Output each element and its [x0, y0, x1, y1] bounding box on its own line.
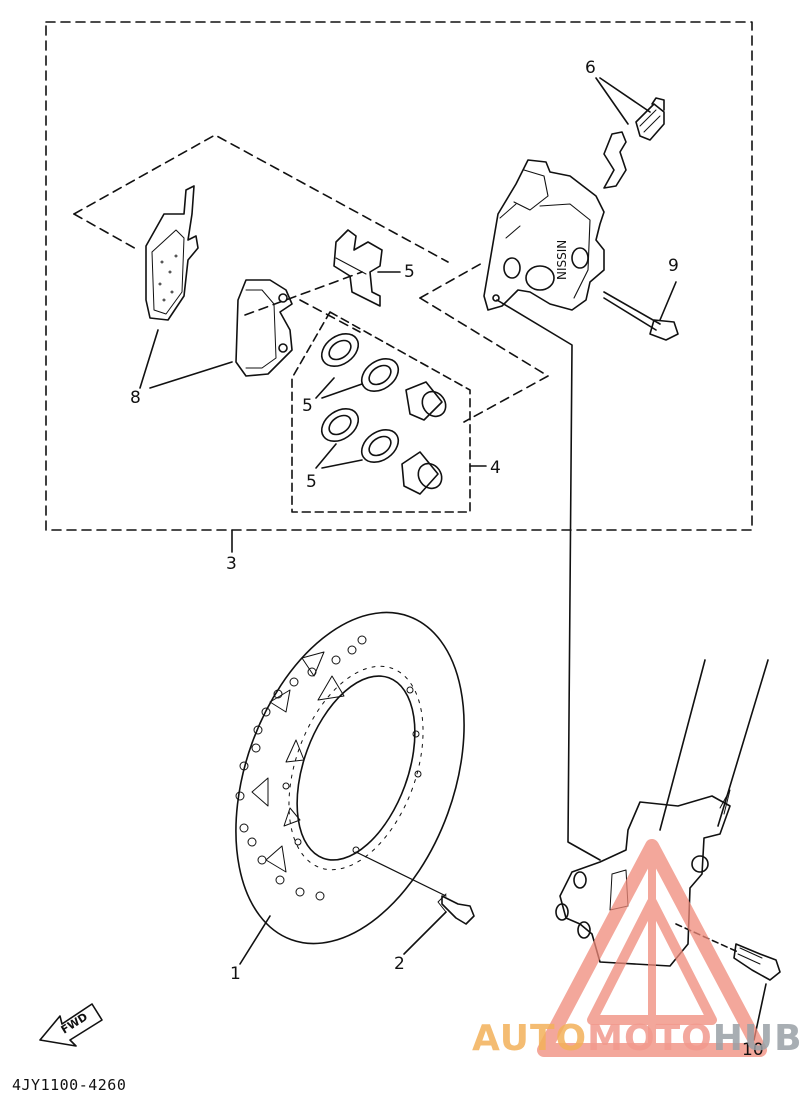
caliper-bolt — [603, 291, 679, 341]
callout-10: 10 — [742, 1040, 764, 1060]
piston-lower — [401, 451, 443, 495]
callout-1: 1 — [230, 964, 241, 984]
piston-upper — [405, 381, 447, 421]
piston-seal-lower — [320, 407, 360, 443]
brake-disc — [235, 611, 465, 945]
brake-pad-rear — [235, 279, 293, 377]
watermark-part-2: MOTO — [587, 1018, 713, 1059]
callout-4: 4 — [490, 458, 501, 478]
brake-caliper-body: NISSIN — [483, 159, 605, 311]
bleed-screw — [635, 97, 665, 141]
watermark-part-1: AUTO — [472, 1018, 588, 1059]
leader-5b — [315, 443, 363, 469]
dust-seal-lower — [360, 428, 400, 464]
callout-8: 8 — [130, 388, 141, 408]
watermark-logo-icon — [537, 839, 767, 1057]
callout-9: 9 — [668, 256, 679, 276]
leader-2 — [403, 911, 447, 955]
leader-7 — [595, 77, 651, 125]
piston-seal-upper — [320, 332, 360, 368]
callout-3: 3 — [226, 554, 237, 574]
leader-5a — [315, 377, 363, 399]
watermark-text: AUTOMOTOHUB — [472, 1018, 800, 1059]
disc-bolt — [437, 893, 475, 925]
diagram-part-code: 4JY1100-4260 — [12, 1076, 127, 1094]
caliper-to-fork-leader — [496, 299, 601, 861]
brake-pad-front — [145, 185, 199, 321]
callout-5-lower: 5 — [306, 472, 317, 492]
pad-leader-dashed — [73, 134, 449, 263]
callout-6: 5 — [404, 262, 415, 282]
dust-seal-upper — [360, 357, 400, 393]
bleed-screw-cap — [603, 131, 627, 189]
fwd-label: FWD — [59, 1010, 90, 1036]
leader-9 — [659, 281, 677, 321]
caliper-marking: NISSIN — [555, 240, 569, 280]
pad-spring — [333, 229, 383, 307]
leader-8 — [139, 329, 233, 389]
leader-1 — [239, 915, 271, 965]
callout-5-upper: 5 — [302, 396, 313, 416]
callout-2: 2 — [394, 954, 405, 974]
forward-arrow-icon — [39, 1003, 103, 1047]
caliper-assembly-boundary — [45, 21, 753, 531]
callout-7: 6 — [585, 58, 596, 78]
watermark-part-3: HUB — [712, 1018, 800, 1059]
seal-kit-boundary — [291, 311, 471, 513]
